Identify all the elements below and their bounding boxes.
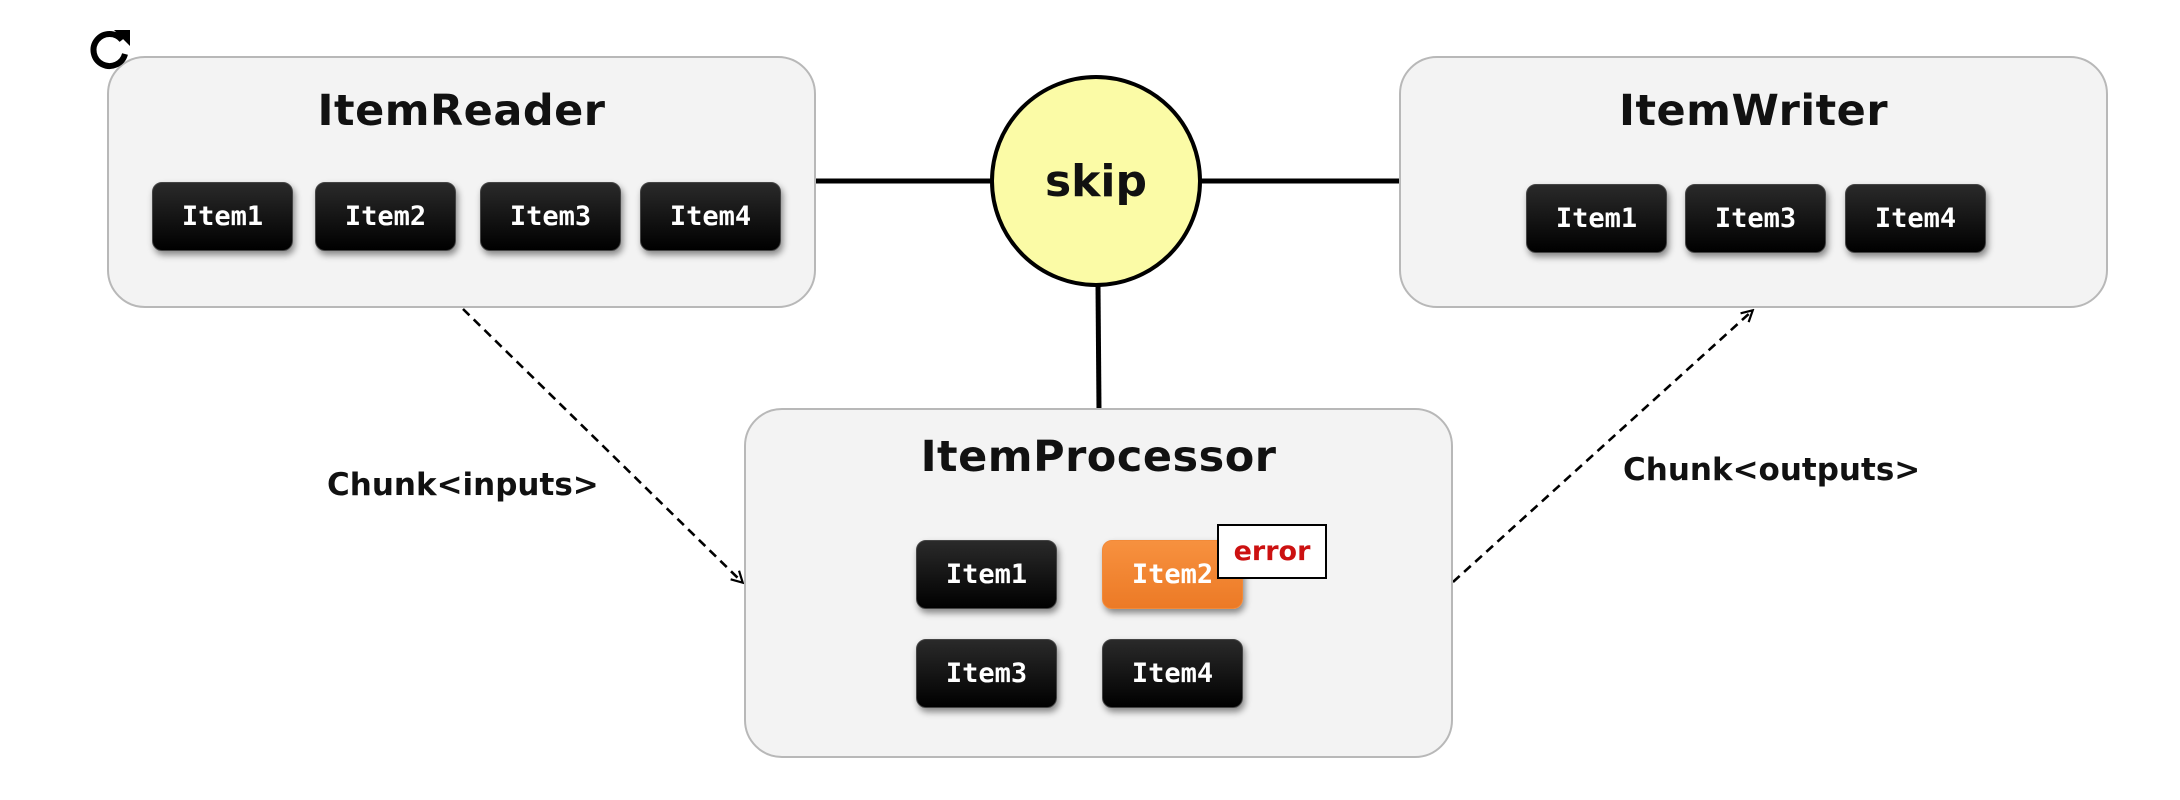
error-tag: error: [1217, 524, 1327, 579]
reader-item-2: Item2: [315, 182, 456, 251]
processor-item-3: Item3: [916, 639, 1057, 708]
item-reader-panel: ItemReader Item1 Item2 Item3 Item4: [107, 56, 816, 308]
processor-item-1: Item1: [916, 540, 1057, 609]
skip-node: skip: [990, 75, 1202, 287]
writer-item-4: Item4: [1845, 184, 1986, 253]
processor-item-4: Item4: [1102, 639, 1243, 708]
writer-item-3: Item3: [1685, 184, 1826, 253]
reader-item-3: Item3: [480, 182, 621, 251]
reader-item-1: Item1: [152, 182, 293, 251]
chunk-inputs-label: Chunk<inputs>: [327, 467, 599, 503]
reader-item-4: Item4: [640, 182, 781, 251]
item-writer-title: ItemWriter: [1618, 86, 1889, 136]
item-processor-panel: ItemProcessor Item1 Item2 Item3 Item4: [744, 408, 1453, 758]
outputs-flow-arrow: [1452, 311, 1752, 583]
item-processor-title: ItemProcessor: [920, 432, 1277, 482]
chunk-outputs-label: Chunk<outputs>: [1623, 452, 1921, 488]
skip-processor-line: [1095, 284, 1102, 411]
inputs-flow-arrow: [462, 308, 742, 582]
writer-item-1: Item1: [1526, 184, 1667, 253]
item-writer-panel: ItemWriter Item1 Item3 Item4: [1399, 56, 2108, 308]
item-reader-title: ItemReader: [317, 86, 606, 136]
restart-icon[interactable]: [84, 26, 134, 76]
